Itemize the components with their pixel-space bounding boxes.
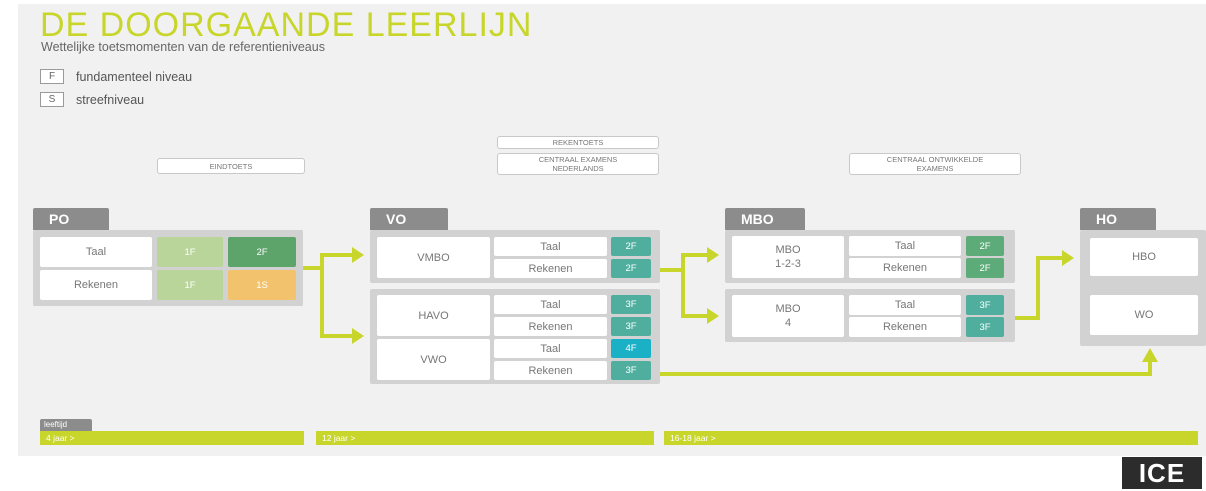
exam-tag-eindtoets: EINDTOETS	[157, 158, 305, 174]
po-taal-f-badge: 1F	[157, 237, 223, 267]
po-taal-s-badge: 2F	[228, 237, 296, 267]
mbo-4-rekenen: Rekenen	[849, 317, 961, 337]
page-title: DE DOORGAANDE LEERLIJN	[40, 6, 533, 44]
vo-vmbo-taal-badge: 2F	[611, 237, 651, 256]
exam-centraal-examens-line2: NEDERLANDS	[552, 164, 604, 173]
arrow-vwo-to-wo	[660, 362, 1152, 376]
legend-label-fundamenteel: fundamenteel niveau	[76, 69, 193, 84]
legend-label-streefniveau: streefniveau	[76, 92, 145, 107]
arrowhead-wo	[1142, 348, 1158, 362]
mbo-4-taal: Taal	[849, 295, 961, 315]
stage-tab-vo: VO	[370, 208, 448, 230]
mbo-123-name: MBO 1-2-3	[732, 236, 844, 278]
mbo-123-name-line1: MBO	[775, 244, 801, 256]
age-tab: leeftijd	[40, 419, 92, 431]
stage-tab-ho: HO	[1080, 208, 1156, 230]
exam-rekentoets: REKENTOETS	[552, 138, 604, 147]
legend-key-s: S	[40, 92, 64, 107]
exam-tag-rekentoets: REKENTOETS	[497, 136, 659, 149]
mbo-4-name: MBO 4	[732, 295, 844, 337]
vo-vmbo-name: VMBO	[377, 237, 490, 278]
legend-streefniveau: S streefniveau	[40, 92, 144, 107]
vo-vmbo-rekenen: Rekenen	[494, 259, 607, 278]
stage-tab-po: PO	[33, 208, 109, 230]
vo-havo-taal-badge: 3F	[611, 295, 651, 314]
vo-vwo-rekenen-badge: 3F	[611, 361, 651, 380]
vo-havo-rekenen-badge: 3F	[611, 317, 651, 336]
arrow-po-to-vmbo	[303, 253, 352, 270]
mbo-4-rekenen-badge: 3F	[966, 317, 1004, 337]
vo-vwo-taal: Taal	[494, 339, 607, 358]
ho-hbo: HBO	[1090, 238, 1198, 276]
exam-tag-centraal-ontwikkelde: CENTRAAL ONTWIKKELDE EXAMENS	[849, 153, 1021, 175]
legend-fundamenteel: F fundamenteel niveau	[40, 69, 192, 84]
legend-key-f: F	[40, 69, 64, 84]
vo-vwo-name: VWO	[377, 339, 490, 380]
arrowhead-mbo4	[707, 308, 719, 324]
arrowhead-vmbo	[352, 247, 364, 263]
exam-centraal-ontwikkelde-line2: EXAMENS	[916, 164, 954, 173]
po-subject-taal: Taal	[40, 237, 152, 267]
arrowhead-mbo123	[707, 247, 719, 263]
mbo-123-taal: Taal	[849, 236, 961, 256]
ho-wo: WO	[1090, 295, 1198, 335]
arrow-po-to-havo	[320, 268, 352, 338]
arrowhead-havo	[352, 328, 364, 344]
age-bar-4: 4 jaar >	[40, 431, 304, 445]
vo-havo-rekenen: Rekenen	[494, 317, 607, 336]
vo-vmbo-rekenen-badge: 2F	[611, 259, 651, 278]
exam-centraal-ontwikkelde-line1: CENTRAAL ONTWIKKELDE	[886, 155, 984, 164]
arrowhead-hbo	[1062, 250, 1074, 266]
mbo-123-rekenen: Rekenen	[849, 258, 961, 278]
age-bar-16-18: 16-18 jaar >	[664, 431, 1198, 445]
vo-vmbo-taal: Taal	[494, 237, 607, 256]
mbo-4-name-line2: 4	[784, 317, 792, 329]
po-subject-rekenen: Rekenen	[40, 270, 152, 300]
vo-havo-taal: Taal	[494, 295, 607, 314]
arrow-vmbo-to-mbo4	[681, 270, 707, 318]
arrow-mbo-to-hbo	[1015, 256, 1062, 320]
mbo-123-rekenen-badge: 2F	[966, 258, 1004, 278]
po-rekenen-s-badge: 1S	[228, 270, 296, 300]
exam-centraal-examens-line1: CENTRAAL EXAMENS	[538, 155, 618, 164]
exam-eindtoets: EINDTOETS	[209, 161, 253, 171]
vo-vwo-rekenen: Rekenen	[494, 361, 607, 380]
age-bar-12: 12 jaar >	[316, 431, 654, 445]
po-rekenen-f-badge: 1F	[157, 270, 223, 300]
mbo-123-name-line2: 1-2-3	[775, 258, 801, 270]
ice-logo: ICE	[1122, 457, 1202, 489]
exam-tag-centraal-examens: CENTRAAL EXAMENS NEDERLANDS	[497, 153, 659, 175]
mbo-123-taal-badge: 2F	[966, 236, 1004, 256]
mbo-4-taal-badge: 3F	[966, 295, 1004, 315]
mbo-4-name-line1: MBO	[775, 303, 801, 315]
vo-havo-name: HAVO	[377, 295, 490, 336]
stage-tab-mbo: MBO	[725, 208, 805, 230]
vo-vwo-taal-badge: 4F	[611, 339, 651, 358]
page-subtitle: Wettelijke toetsmomenten van de referent…	[41, 40, 325, 54]
arrow-vmbo-to-mbo123	[660, 253, 707, 272]
